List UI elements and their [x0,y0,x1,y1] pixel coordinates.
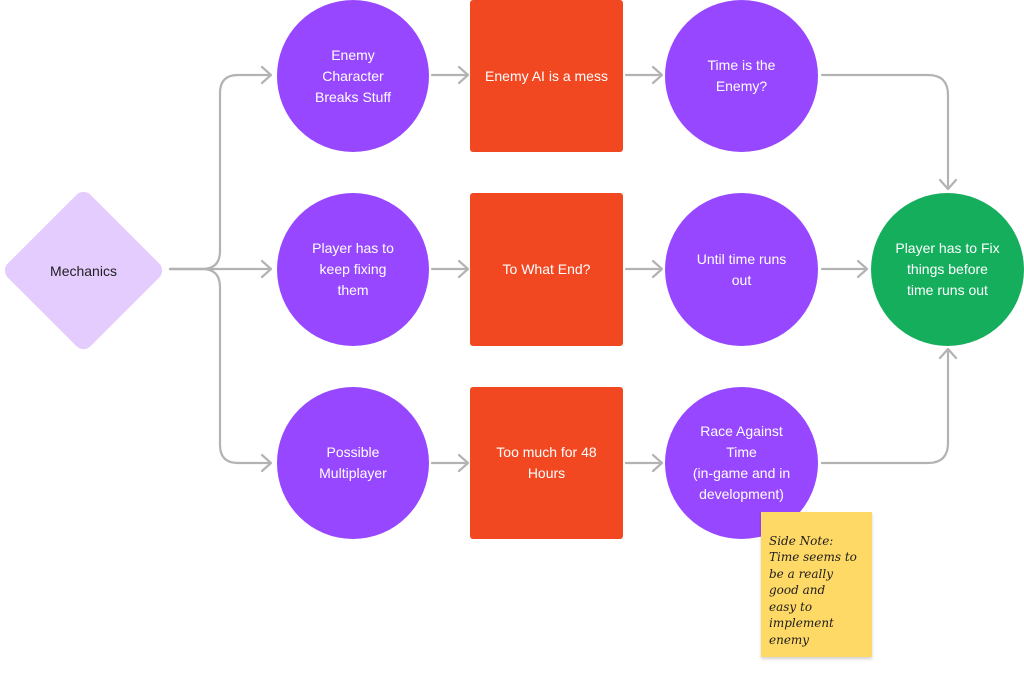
arrowhead [260,65,273,85]
arrowhead [457,453,470,473]
arrowhead [856,259,869,279]
idea-node-1[interactable]: Enemy Character Breaks Stuff [277,0,429,152]
arrowhead [651,65,664,85]
connector-resolution3-to-goal [820,348,950,465]
idea-label-2: Player has to keep fixing them [312,240,394,298]
resolution-label-1: Time is the Enemy? [707,57,776,94]
connector-resolution1-to-goal [820,73,950,190]
connector-root-to-top [168,73,272,271]
problem-node-1[interactable]: Enemy AI is a mess [470,0,623,152]
problem-label-1: Enemy AI is a mess [485,67,608,84]
resolution-node-2[interactable]: Until time runs out [665,193,818,346]
resolution-label-2: Until time runs out [696,250,787,288]
arrowhead [260,453,273,473]
problem-node-3[interactable]: Too much for 48 Hours [470,387,623,539]
idea-label-3: Possible Multiplayer [319,444,387,481]
problem-label-2: To What End? [502,261,591,277]
idea-label-1: Enemy Character Breaks Stuff [314,46,391,105]
arrowhead [938,347,958,360]
sticky-note[interactable]: Side Note: Time seems to be a really goo… [761,512,872,657]
root-diamond[interactable]: Mechanics [0,187,167,354]
idea-node-2[interactable]: Player has to keep fixing them [277,193,429,346]
problem-node-2[interactable]: To What End? [470,193,623,346]
idea-node-3[interactable]: Possible Multiplayer [277,387,429,539]
arrowhead [938,178,958,191]
arrowhead [457,65,470,85]
arrowhead [457,259,470,279]
connector-root-to-bottom [168,267,272,465]
goal-label: Player has to Fix things before time run… [895,240,1000,298]
arrowhead [651,453,664,473]
root-label: Mechanics [50,262,117,279]
arrowhead [651,259,664,279]
arrowhead [260,259,273,279]
resolution-node-1[interactable]: Time is the Enemy? [665,0,818,152]
goal-node[interactable]: Player has to Fix things before time run… [871,193,1024,346]
sticky-note-text: Side Note: Time seems to be a really goo… [769,533,857,647]
resolution-label-3: Race Against Time (in-game and in develo… [692,423,791,502]
problem-label-3: Too much for 48 Hours [496,444,597,481]
